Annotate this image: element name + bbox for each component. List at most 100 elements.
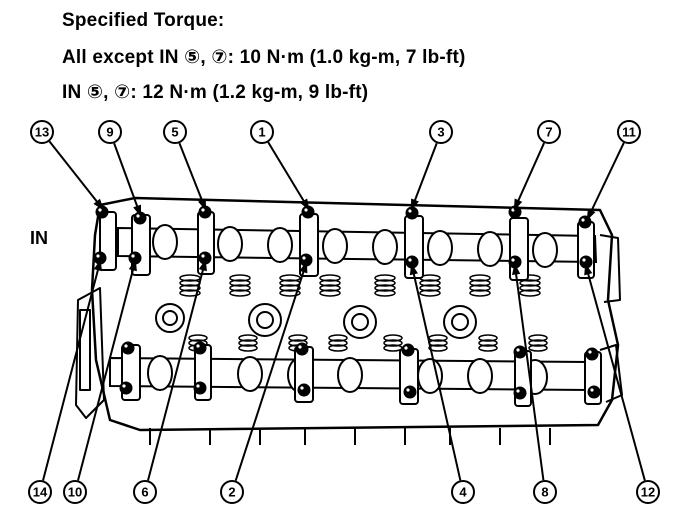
spring-coil <box>279 284 301 292</box>
leader-arrow <box>133 204 142 217</box>
bolt-highlight <box>588 350 592 354</box>
spring-coil <box>528 334 548 342</box>
callout-number: 9 <box>106 125 113 140</box>
spring-coil <box>428 344 448 352</box>
spring-coil <box>319 279 341 287</box>
valve-springs <box>179 274 548 352</box>
leader-arrow <box>198 259 207 272</box>
bolt-highlight <box>408 258 412 262</box>
cap-bolt <box>513 345 527 359</box>
spring-coil <box>374 279 396 287</box>
spring-coil <box>469 279 491 287</box>
leader-arrow <box>409 263 418 276</box>
bolt-highlight <box>304 208 308 212</box>
spring-coil <box>419 279 441 287</box>
callout-circle <box>28 480 52 504</box>
callout-circle <box>250 120 274 144</box>
bolt-highlight <box>122 384 126 388</box>
leader-arrow <box>93 259 102 272</box>
leader-line <box>514 265 545 481</box>
cap-bolt <box>297 383 311 397</box>
leader-line <box>411 265 462 481</box>
leader-arrow <box>586 208 596 221</box>
spring-coil <box>328 344 348 352</box>
leader-arrow <box>584 263 593 276</box>
callout-6: 6 <box>133 480 157 504</box>
callout-number: 3 <box>437 125 444 140</box>
spring-coil <box>469 284 491 292</box>
cam-lobe <box>147 355 173 391</box>
intake-camshaft <box>117 224 598 268</box>
cam-lobe <box>217 226 243 262</box>
cap-bolt <box>403 385 417 399</box>
cap-bolt <box>193 381 207 395</box>
cap-bolt <box>513 386 527 400</box>
leader-lines <box>42 140 646 481</box>
callout-circle <box>30 120 54 144</box>
spec-line-in-5-7: IN ⑤, ⑦: 12 N·m (1.2 kg-m, 9 lb-ft) <box>62 82 369 103</box>
spring-coil <box>383 334 403 342</box>
leader-line <box>234 263 307 481</box>
spring-coil <box>229 279 251 287</box>
cap-bolt <box>585 347 599 361</box>
leader-line <box>178 142 206 209</box>
bolt-highlight <box>196 384 200 388</box>
cap-bolt <box>119 381 133 395</box>
bolt-highlight <box>98 208 102 212</box>
callout-circle <box>133 480 157 504</box>
bolt-highlight <box>201 208 205 212</box>
spring-coil <box>328 334 348 342</box>
callout-5: 5 <box>163 120 187 144</box>
callout-number: 2 <box>228 485 235 500</box>
cam-lobe <box>467 358 493 394</box>
bolt-highlight <box>590 388 594 392</box>
callout-circle <box>429 120 453 144</box>
callout-number: 1 <box>258 125 265 140</box>
callout-circle <box>451 480 475 504</box>
spring-coil <box>374 274 396 282</box>
leader-arrow <box>299 261 308 274</box>
bolt-highlight <box>124 344 128 348</box>
spring-coil <box>478 334 498 342</box>
leader-line <box>147 261 206 481</box>
bolt-highlight <box>516 389 520 393</box>
callout-9: 9 <box>98 120 122 144</box>
cam-lobe <box>477 231 503 267</box>
leader-line <box>42 261 101 481</box>
bolt-highlight <box>300 386 304 390</box>
spring-coil <box>519 289 541 297</box>
spring-coil <box>179 284 201 292</box>
bolt-highlight <box>516 348 520 352</box>
spring-coil <box>328 339 348 347</box>
leader-line <box>514 142 546 209</box>
callout-number: 11 <box>622 125 636 140</box>
cap-bolt <box>587 385 601 399</box>
spring-coil <box>469 274 491 282</box>
spring-coil <box>229 284 251 292</box>
cam-lobe <box>152 224 178 260</box>
cam-lobe <box>237 356 263 392</box>
bolt-highlight <box>96 254 100 258</box>
leader-line <box>411 142 438 209</box>
callout-number: 12 <box>641 485 655 500</box>
cam-lobe <box>267 227 293 263</box>
spring-coil <box>519 279 541 287</box>
spring-coil <box>528 339 548 347</box>
spring-coil <box>319 289 341 297</box>
cam-lobe <box>322 228 348 264</box>
spring-coil <box>383 339 403 347</box>
cap-bolt <box>401 343 415 357</box>
callout-1: 1 <box>250 120 274 144</box>
bolt-highlight <box>298 345 302 349</box>
cam-lobe <box>337 357 363 393</box>
callout-circle <box>163 120 187 144</box>
spring-coil <box>319 284 341 292</box>
bolt-highlight <box>302 256 306 260</box>
cap-bolt <box>121 341 135 355</box>
bolt-highlight <box>196 344 200 348</box>
callout-circle <box>63 480 87 504</box>
callout-circle <box>533 480 557 504</box>
callout-3: 3 <box>429 120 453 144</box>
